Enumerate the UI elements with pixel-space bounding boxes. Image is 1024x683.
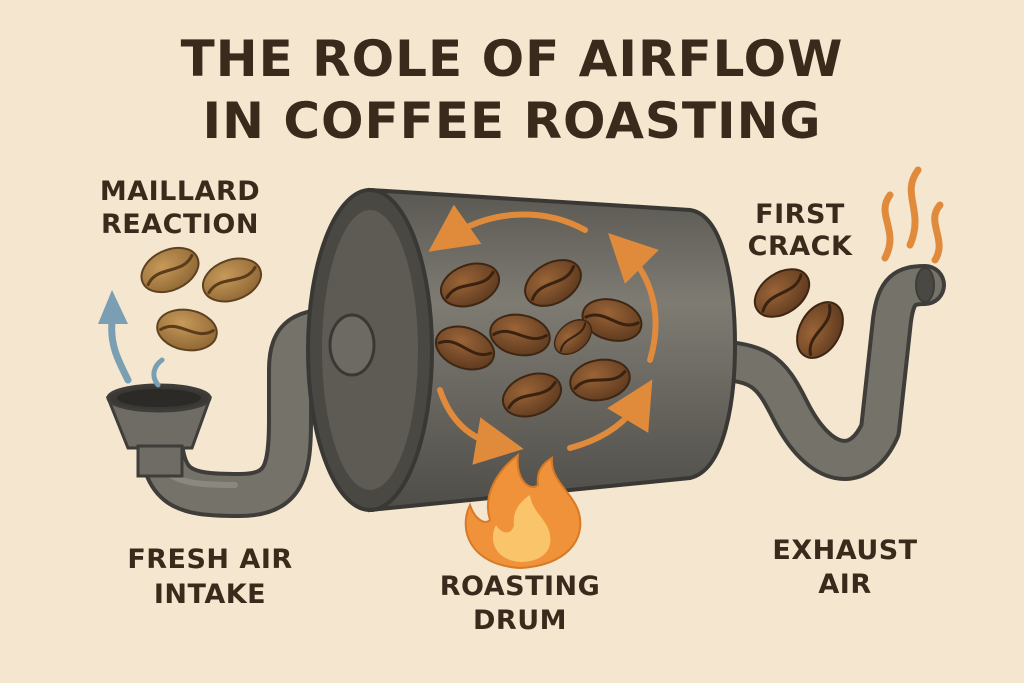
page-title-line-1: THE ROLE OF AIRFLOW — [180, 30, 844, 88]
coffee-bean-icon — [195, 249, 269, 311]
first-crack-label-line-1: FIRST — [755, 199, 845, 230]
airflow-arrows — [428, 204, 659, 465]
drum-label-line-2: DRUM — [473, 605, 567, 636]
airflow-arrow-icon — [437, 387, 524, 465]
drum-label-line-1: ROASTING — [439, 571, 601, 602]
smoke-icon — [881, 166, 944, 264]
airflow-arrow-icon — [567, 379, 653, 451]
coffee-bean-icon — [152, 303, 222, 357]
exhaust-label-line-1: EXHAUST — [772, 535, 918, 566]
flame-icon — [464, 452, 582, 570]
maillard-label-line-2: REACTION — [101, 209, 259, 240]
exhaust-label-line-2: AIR — [818, 569, 872, 600]
maillard-beans — [132, 237, 269, 357]
page-title-line-2: IN COFFEE ROASTING — [202, 92, 822, 150]
fresh-air-label-line-1: FRESH AIR — [127, 544, 293, 575]
airflow-arrow-icon — [428, 204, 588, 252]
first-crack-label-line-2: CRACK — [747, 231, 853, 262]
fresh-air-label-line-2: INTAKE — [153, 579, 267, 610]
fresh-air-arrow-icon — [98, 290, 165, 388]
coffee-bean-icon — [132, 237, 208, 303]
maillard-label-line-1: MAILLARD — [99, 176, 261, 207]
exhaust-pipe — [679, 264, 946, 481]
airflow-arrow-icon — [608, 233, 659, 363]
